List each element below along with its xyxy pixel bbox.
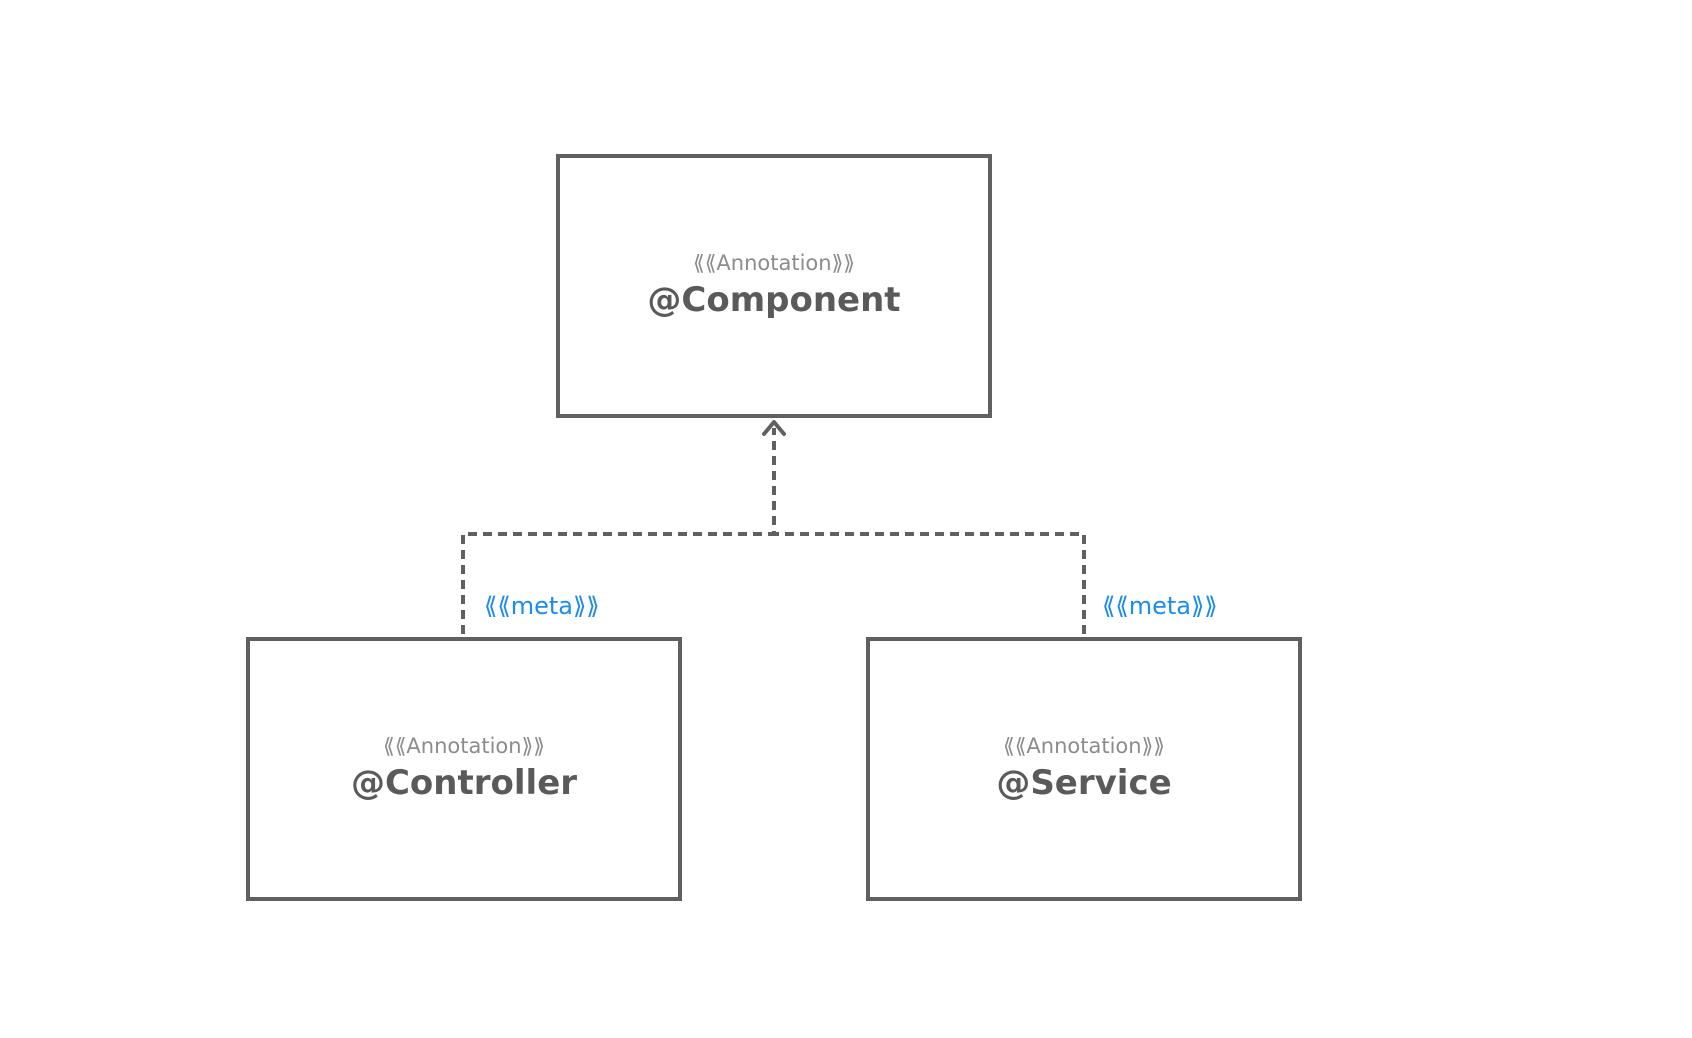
service-stereotype: ⟪⟪Annotation⟫⟫ xyxy=(1003,733,1165,758)
meta-label-service: ⟪⟪meta⟫⟫ xyxy=(1102,592,1218,620)
component-stereotype: ⟪⟪Annotation⟫⟫ xyxy=(693,250,855,275)
dependency-edge-service-to-component xyxy=(774,532,1086,634)
controller-stereotype: ⟪⟪Annotation⟫⟫ xyxy=(383,733,545,758)
controller-annotation-box: ⟪⟪Annotation⟫⟫ @Controller xyxy=(246,637,682,901)
service-name: @Service xyxy=(996,763,1172,803)
meta-label-controller: ⟪⟪meta⟫⟫ xyxy=(484,592,600,620)
dependency-arrowhead-icon xyxy=(762,420,786,436)
component-name: @Component xyxy=(647,280,901,320)
component-annotation-box: ⟪⟪Annotation⟫⟫ @Component xyxy=(556,154,992,418)
dependency-edge-controller-to-component xyxy=(461,428,776,634)
controller-name: @Controller xyxy=(350,763,578,803)
service-annotation-box: ⟪⟪Annotation⟫⟫ @Service xyxy=(866,637,1302,901)
